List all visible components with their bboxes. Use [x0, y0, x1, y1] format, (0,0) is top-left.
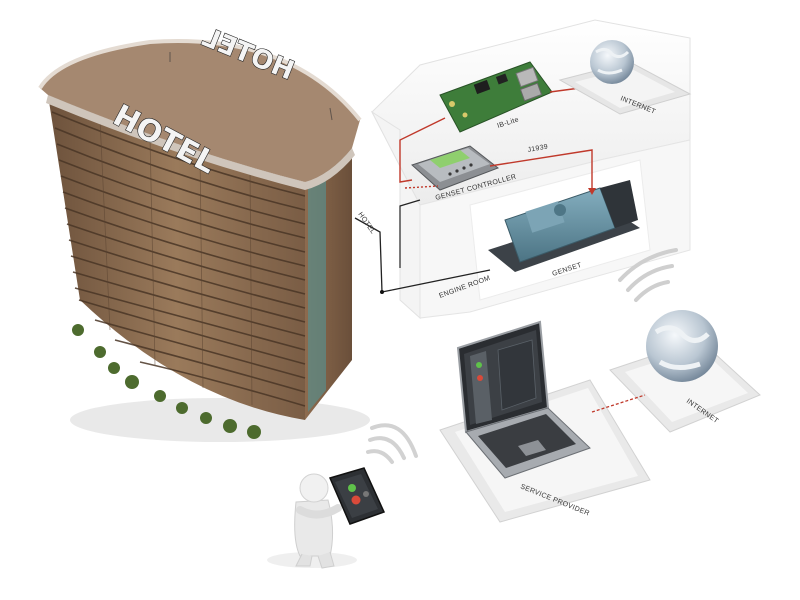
- person-icon: [267, 473, 357, 569]
- hotel-building: [38, 39, 370, 442]
- tablet-icon: [328, 467, 386, 525]
- hotel-connection: HOTEL: [354, 211, 393, 294]
- globe-icon: [646, 310, 718, 382]
- facade-window-bands: [51, 111, 306, 407]
- internet-bottom-tile: INTERNET: [609, 248, 761, 433]
- wifi-icon: [618, 248, 678, 302]
- genset-icon: GENSET: [488, 180, 640, 278]
- laptop-internet-link: [591, 394, 646, 413]
- j1939-label: J1939: [527, 144, 548, 154]
- laptop-icon: SERVICE PROVIDER: [456, 320, 591, 518]
- internal-wiring: J1939: [391, 87, 596, 291]
- globe-icon: [590, 40, 634, 84]
- hotel-connection-label: HOTEL: [356, 211, 376, 235]
- wifi-icon: [366, 423, 418, 464]
- internet-top-tile: INTERNET: [558, 40, 692, 116]
- trees: [72, 324, 261, 439]
